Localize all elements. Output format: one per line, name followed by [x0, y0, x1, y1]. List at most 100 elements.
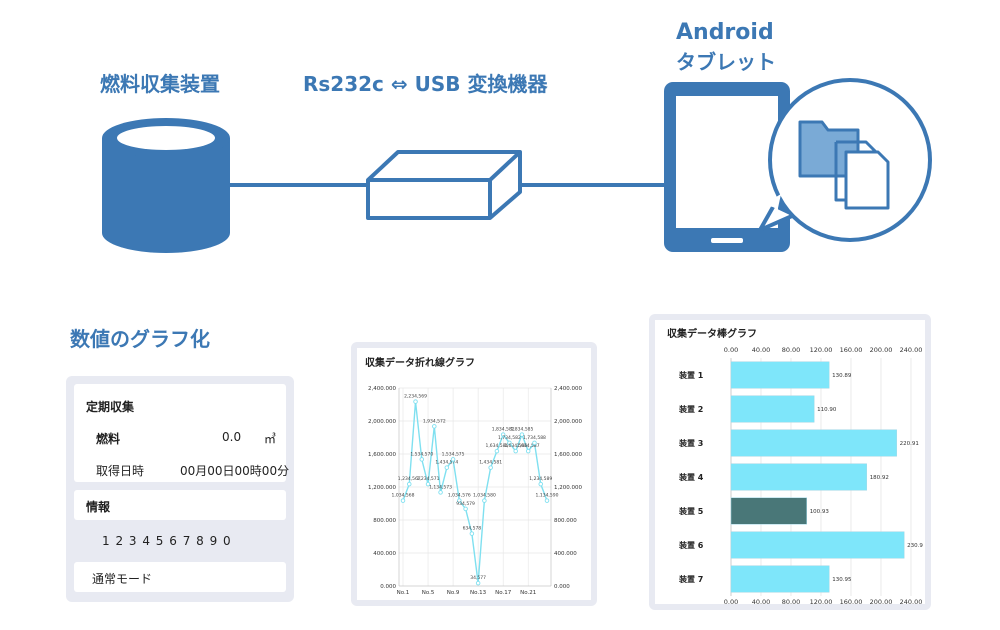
file-bubble-icon — [758, 78, 932, 242]
device-label: 燃料収集装置 — [100, 72, 220, 96]
fuel-label: 燃料 — [96, 432, 121, 446]
bar-chart-x-tick-top: 0.00 — [724, 346, 738, 354]
line-chart-point — [538, 481, 543, 487]
bar-chart-x-tick-top: 120.00 — [810, 346, 833, 354]
line-chart-point — [488, 465, 493, 470]
line-chart-series-line — [402, 401, 548, 584]
line-chart-point — [507, 440, 512, 446]
line-chart-data-label: 1,034,568 — [392, 493, 415, 499]
info-header-box: 情報 — [74, 490, 286, 520]
line-chart-x-tick: No.17 — [495, 590, 512, 596]
bar-chart-x-tick-bottom: 80.00 — [782, 598, 801, 604]
line-chart-point — [544, 498, 550, 503]
bar-chart-inner: 収集データ棒グラフ 0.00 0.00 40.00 40.00 80.00 80.00 12… — [655, 320, 925, 604]
tablet-label-line2: タブレット — [676, 50, 776, 74]
document-icon — [834, 140, 890, 210]
line-chart-point — [525, 448, 531, 454]
bar-chart-title: 収集データ棒グラフ — [667, 329, 757, 340]
bar-chart-category-label: 装置 5 — [678, 506, 704, 516]
converter-label: Rs232c ⇔ USB 変換機器 — [303, 72, 548, 96]
bar-chart-x-tick-bottom: 0.00 — [724, 598, 738, 604]
line-chart-point — [500, 432, 506, 437]
line-chart-data-label: 1,034,580 — [473, 493, 496, 499]
fuel-value: 0.0 — [222, 430, 242, 444]
line-chart-point — [444, 465, 450, 470]
bar-chart-x-tick-bottom: 240.00 — [900, 598, 923, 604]
line-chart-point — [475, 580, 481, 586]
line-chart-y-tick-right: 0.000 — [554, 584, 570, 590]
bar-chart-value-label: 130.95 — [832, 577, 852, 583]
line-chart-y-tick-left: 2,400.000 — [368, 386, 396, 392]
line-chart-data-label: 1,234,571 — [417, 476, 440, 482]
line-chart-point — [494, 448, 500, 454]
line-chart-x-tick: No.21 — [520, 590, 536, 596]
bar-chart-category-label: 装置 4 — [678, 472, 704, 482]
line-chart-point — [532, 440, 537, 446]
bar-chart-x-tick-bottom: 40.00 — [752, 598, 771, 604]
line-chart-data-label: 1,634,586 — [504, 443, 527, 449]
status-panel: 定期収集 燃料 0.0 ㎥ 取得日時 00月00日00時00分 情報 1 2 3… — [66, 376, 294, 602]
collection-header: 定期収集 — [86, 400, 135, 414]
line-chart-y-tick-left: 800.000 — [373, 518, 396, 524]
line-chart-x-tick: No.13 — [470, 590, 487, 596]
bar-chart-value-label: 230.9 — [907, 543, 923, 549]
bar-chart-x-tick-top: 200.00 — [870, 346, 893, 354]
line-chart-y-tick-left: 1,600.000 — [368, 452, 396, 458]
bar-chart-value-label: 130.89 — [832, 373, 852, 379]
bar-chart-x-tick-top: 240.00 — [900, 346, 923, 354]
line-chart-data-label: 934,579 — [456, 501, 475, 507]
bar-chart: 0.00 0.00 40.00 40.00 80.00 80.00 120.00 120.00… — [678, 346, 923, 604]
line-chart-y-tick-left: 400.000 — [373, 551, 396, 557]
bar-chart-x-tick-top: 160.00 — [840, 346, 863, 354]
line-chart-data-label: 1,534,575 — [442, 451, 465, 457]
mode-text: 通常モード — [92, 572, 153, 586]
line-chart-point — [407, 481, 412, 487]
section-title: 数値のグラフ化 — [70, 327, 210, 351]
line-chart-data-label: 1,134,573 — [429, 484, 452, 490]
fuel-unit: ㎥ — [264, 432, 277, 446]
line-chart-point — [419, 457, 425, 462]
line-chart-point — [413, 399, 418, 404]
line-chart-point — [400, 498, 406, 503]
line-chart-y-tick-left: 1,200.000 — [368, 485, 396, 491]
bar-chart-x-tick-top: 80.00 — [782, 346, 801, 354]
line-chart-data-label: 1,134,590 — [536, 493, 559, 499]
line-chart-data-label: 1,634,586 — [485, 443, 508, 449]
bar-chart-x-tick-bottom: 120.00 — [810, 598, 833, 604]
line-chart-x-tick: No.9 — [447, 590, 460, 596]
line-chart-y-tick-left: 2,000.000 — [368, 419, 396, 425]
bar-chart-x-tick-top: 40.00 — [752, 346, 771, 354]
line-chart-data-label: 1,534,570 — [410, 451, 433, 457]
line-chart-point — [432, 424, 437, 429]
line-chart-point — [482, 498, 487, 503]
bar-chart-x-tick-bottom: 200.00 — [870, 598, 893, 604]
line-chart-point — [457, 498, 462, 503]
bar-chart-category-label: 装置 6 — [678, 540, 704, 550]
bar-chart-category-label: 装置 3 — [678, 438, 703, 448]
line-chart-point — [469, 531, 475, 536]
tablet-icon — [664, 82, 790, 252]
line-chart-title: 収集データ折れ線グラフ — [365, 358, 475, 369]
bar-chart-card: 収集データ棒グラフ 0.00 0.00 40.00 40.00 80.00 80.00 12… — [649, 314, 931, 610]
bar-chart-bar — [730, 565, 830, 593]
bar-chart-bar — [730, 395, 815, 423]
collection-box: 定期収集 燃料 0.0 ㎥ 取得日時 00月00日00時00分 — [74, 384, 289, 482]
bar-chart-value-label: 110.90 — [817, 407, 837, 413]
line-chart-y-tick-right: 2,000.000 — [554, 419, 582, 425]
line-chart-data-label: 34,577 — [470, 575, 486, 581]
bar-chart-bar — [730, 531, 905, 559]
date-label: 取得日時 — [96, 464, 145, 478]
line-chart-data-label: 1,434,574 — [435, 460, 458, 466]
bar-chart-value-label: 220.91 — [900, 441, 919, 447]
bar-chart-category-label: 装置 1 — [678, 370, 704, 380]
line-chart-y-tick-right: 2,400.000 — [554, 386, 582, 392]
bar-chart-value-label: 100.93 — [810, 509, 830, 515]
bar-chart-bar — [730, 361, 830, 389]
line-chart-point — [450, 457, 456, 462]
line-chart-data-label: 1,834,585 — [511, 427, 534, 433]
line-chart-data-label: 1,234,567 — [398, 476, 421, 482]
folder-icon — [798, 120, 860, 178]
